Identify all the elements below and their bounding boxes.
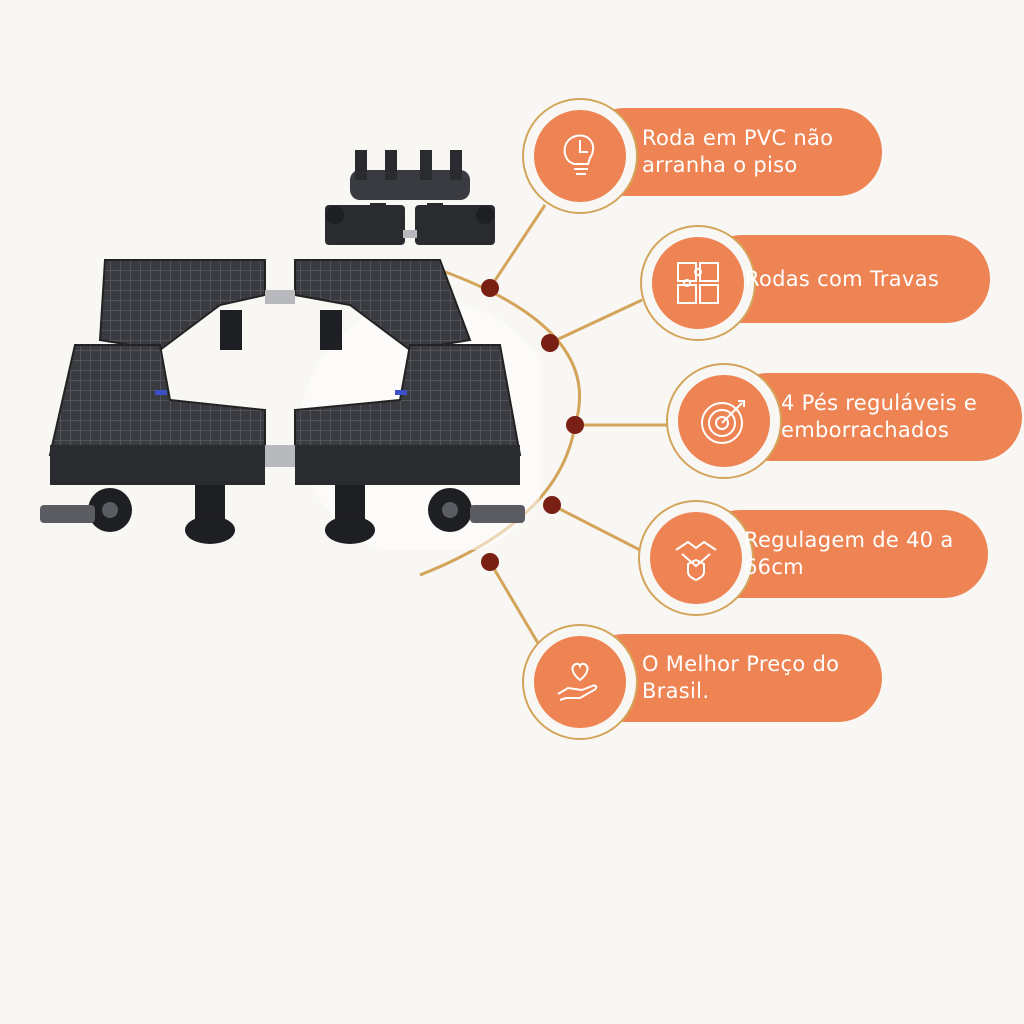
feature-label-1: Roda em PVC não arranha o piso [642,126,834,177]
puzzle-pieces-icon [677,262,719,304]
connector-line-5 [488,561,547,656]
connector-line-1 [488,204,547,289]
product-folded-image [325,150,495,245]
handshake-shield-icon [675,540,717,582]
connector-dot-1 [481,279,499,297]
connector-line-4 [551,503,641,552]
connector-line-2 [549,298,643,345]
feature-icon-ring [522,624,638,740]
connector-dot-2 [541,334,559,352]
feature-label-5: O Melhor Preço do Brasil. [642,652,840,703]
target-icon [701,400,745,444]
feature-label-3: 4 Pés reguláveis e emborrachados [781,391,978,442]
feature-label-4: Regulagem de 40 a 66cm [744,528,954,579]
feature-icon-ring [640,225,756,341]
feature-icon-ring [522,98,638,214]
connector-dot-5 [481,553,499,571]
connector-dot-3 [566,416,584,434]
lightbulb-puzzle-icon [563,134,595,175]
feature-icon-ring [666,363,782,479]
feature-icon-ring [638,500,754,616]
heart-in-hand-icon [557,662,598,701]
product-main-image [40,259,540,550]
feature-label-2: Rodas com Travas [745,266,940,291]
connector-dot-4 [543,496,561,514]
